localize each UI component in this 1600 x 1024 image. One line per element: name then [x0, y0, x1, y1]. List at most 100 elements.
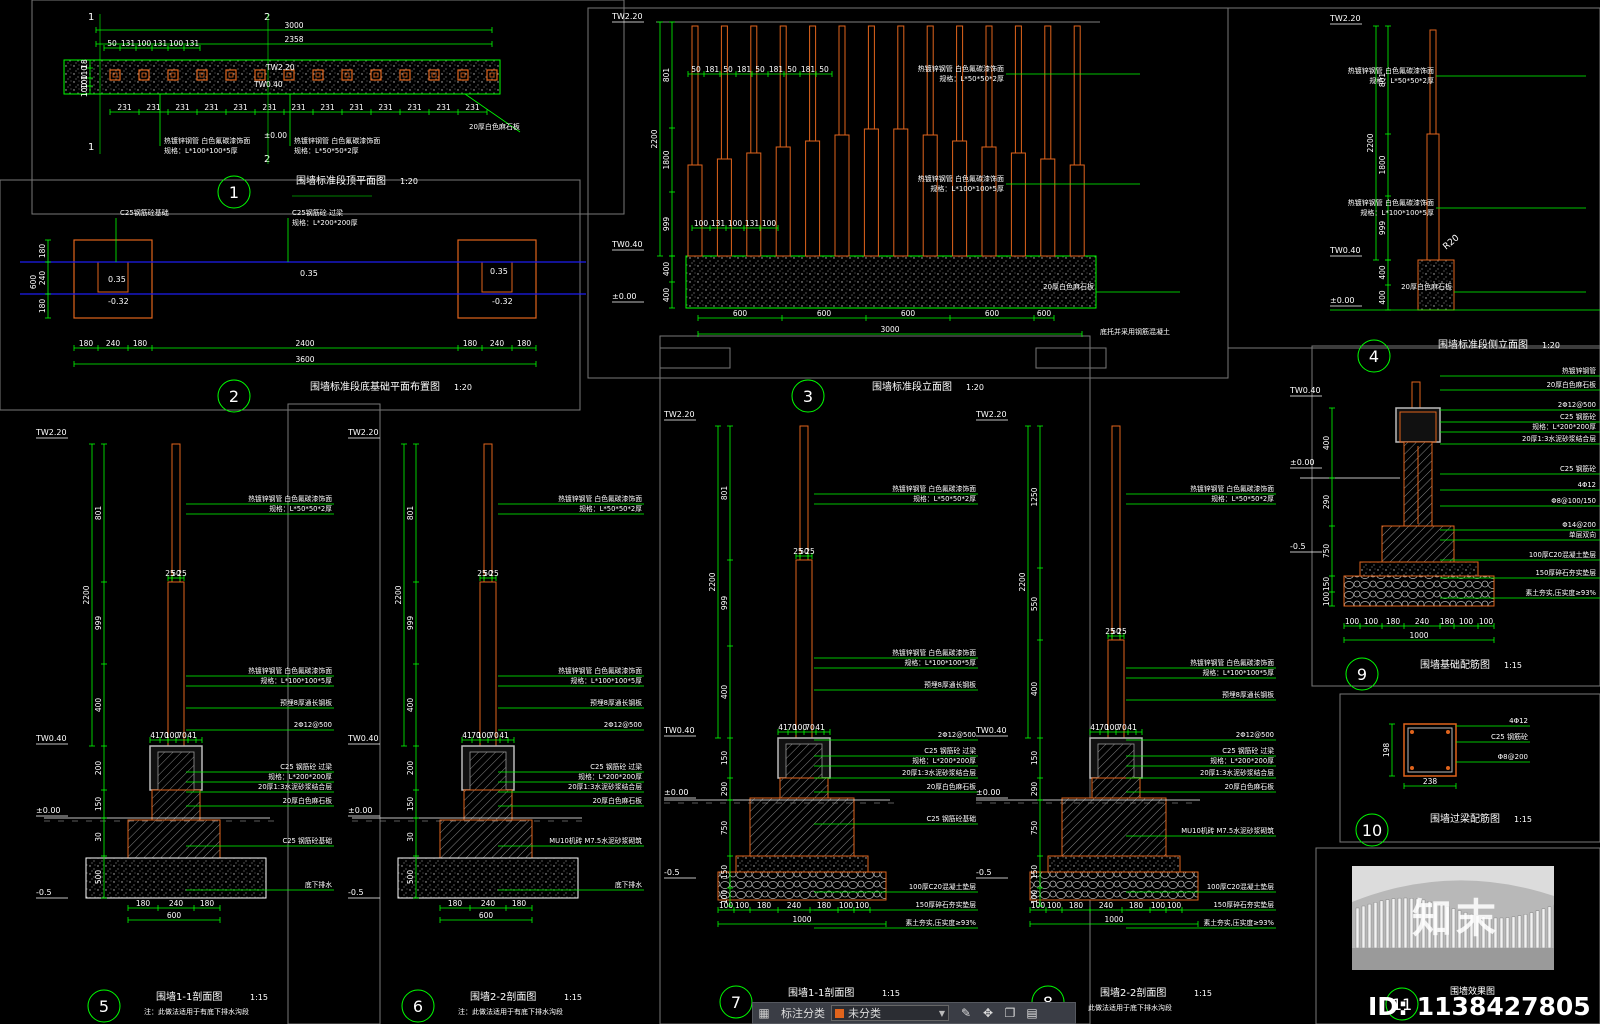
rebar-dot [1446, 766, 1450, 770]
dimension-text: 231 [117, 103, 132, 112]
dimension-text: 100 [1479, 617, 1494, 626]
edit-icon[interactable]: ✎ [960, 1006, 972, 1020]
leader-annotation: 规格：L*100*100*5厚 [571, 676, 643, 685]
paste-icon[interactable]: ▤ [1026, 1006, 1038, 1020]
view-number-circle [1345, 657, 1379, 691]
elevation-label: 0.35 [490, 267, 508, 276]
leader-annotation: 热镀锌钢管 白色氟碳漆饰面 [892, 648, 976, 657]
dimension-text: 3000 [284, 21, 303, 30]
dimension-text: 1000 [792, 915, 811, 924]
dimension-text: 240 [169, 899, 184, 908]
dimension-text: 999 [406, 616, 415, 631]
copy-icon[interactable]: ❐ [1004, 1006, 1016, 1020]
dimension-text: 231 [204, 103, 219, 112]
dimension-text: 180 [1386, 617, 1401, 626]
leader-annotation: 热镀锌钢管 白色氟碳漆饰面 [558, 666, 642, 675]
dimension-text: 180 [38, 299, 47, 314]
dimension-text: 25 [1105, 627, 1115, 636]
dimension-text: 231 [291, 103, 306, 112]
section-cut-mark: 1 [88, 142, 94, 153]
leader-annotation: 热镀锌钢管 白色氟碳漆饰面 [248, 666, 332, 675]
view-scale: 1:15 [1514, 815, 1532, 824]
elevation-label: 0.35 [300, 269, 318, 278]
leader-annotation: 规格：L*50*50*2厚 [269, 504, 332, 513]
fence-slat [1523, 914, 1528, 949]
elevation-label: TW0.40 [975, 726, 1007, 735]
elevation-label: TW0.40 [347, 734, 379, 743]
annotation-toolbar: ▦ 标注分类 未分类 ▼ ✎ ✥ ❐ ▤ [752, 1002, 1076, 1024]
dimension-text: 25 [165, 569, 175, 578]
leader-annotation: 4Φ12 [1509, 717, 1528, 725]
section-cut-mark: 2 [264, 12, 270, 23]
leader-annotation: 20厚白色麻石板 [1043, 282, 1094, 291]
leader-annotation: 20厚白色麻石板 [927, 782, 977, 791]
dimension-text: 400 [1322, 436, 1331, 451]
dimension-text: 400 [1378, 265, 1387, 280]
dimension-text: 41 [150, 731, 160, 740]
leader-annotation: C25 钢筋砼基础 [282, 836, 332, 845]
section-note: 此做法适用于底下排水沟段 [1088, 1003, 1172, 1012]
dimension-text: 1000 [1409, 631, 1428, 640]
elevation-label: 0.35 [108, 275, 126, 284]
leader-annotation: MU10机砖 M7.5水泥砂浆砌筑 [549, 836, 642, 845]
view-scale: 1:20 [400, 177, 418, 186]
dimension-text: 3000 [880, 325, 899, 334]
leader-annotation: 底下排水 [305, 880, 332, 889]
section-cut-mark: 1 [88, 12, 94, 23]
leader-annotation: 热镀锌钢管 白色氟碳漆饰面 [1348, 66, 1434, 75]
leader-annotation: 150厚碎石夯实垫层 [1535, 568, 1596, 577]
fence-slat [1355, 907, 1360, 949]
dimension-text: 231 [146, 103, 161, 112]
dimension-text: 600 [1037, 309, 1052, 318]
elevation-label: ±0.00 [612, 292, 637, 301]
leader-annotation: 规格：L*100*100*5厚 [1203, 668, 1275, 677]
leader-annotation: 规格：L*200*200厚 [578, 772, 642, 781]
dimension-text: 2200 [1366, 133, 1375, 152]
leader-annotation: 热镀锌钢管 白色氟碳漆饰面 [164, 136, 250, 145]
dimension-text: 240 [38, 271, 47, 286]
dimension-text: 25 [489, 569, 499, 578]
elevation-label: ±0.00 [664, 788, 689, 797]
dimension-text: 180 [512, 899, 527, 908]
leader-annotation: 100厚C20混凝土垫层 [1529, 550, 1596, 559]
dimension-text: 240 [106, 339, 121, 348]
dimension-text: 400 [662, 262, 671, 277]
view-number: 11 [1392, 995, 1412, 1014]
elevation-label: ±0.00 [976, 788, 1001, 797]
dimension-text: 100 [1031, 901, 1046, 910]
rebar-dot [1410, 730, 1414, 734]
annotation-category-select[interactable]: 未分类 ▼ [831, 1005, 949, 1021]
elevation-label: -0.5 [36, 888, 52, 897]
move-icon[interactable]: ✥ [982, 1006, 994, 1020]
dimension-text: 750 [1322, 544, 1331, 559]
dimension-text: 801 [406, 506, 415, 521]
elevation-label: ±0.00 [348, 806, 373, 815]
category-select-value: 未分类 [848, 1007, 881, 1020]
leader-annotation: 规格：L*50*50*2厚 [913, 494, 976, 503]
leader-annotation: C25 钢筋砼 过梁 [280, 762, 332, 771]
leader-annotation: 20厚1:3水泥砂浆结合层 [1200, 768, 1274, 777]
dimension-text: 100 [80, 83, 89, 98]
dimension-text: 100 [1167, 901, 1182, 910]
fence-slat [1361, 905, 1366, 949]
leader-annotation: 2Φ12@500 [294, 721, 332, 729]
dimension-text: 180 [200, 899, 215, 908]
leader-annotation: 热镀锌钢管 白色氟碳漆饰面 [1190, 484, 1274, 493]
dimension-text: 100 [1105, 723, 1120, 732]
fence-slat [1499, 917, 1504, 949]
leader-annotation: 素土夯实,压实度≥93% [905, 918, 976, 927]
dimension-text: 131 [121, 39, 136, 48]
fence-slat [1391, 898, 1396, 949]
dimension-text: 181 [769, 65, 784, 74]
section-cut-mark: 2 [264, 154, 270, 165]
elevation-label: ±0.00 [1290, 458, 1315, 467]
dimension-text: 600 [817, 309, 832, 318]
grid-icon[interactable]: ▦ [758, 1006, 770, 1020]
category-color-swatch [835, 1008, 844, 1018]
dimension-text: 801 [1378, 73, 1387, 88]
